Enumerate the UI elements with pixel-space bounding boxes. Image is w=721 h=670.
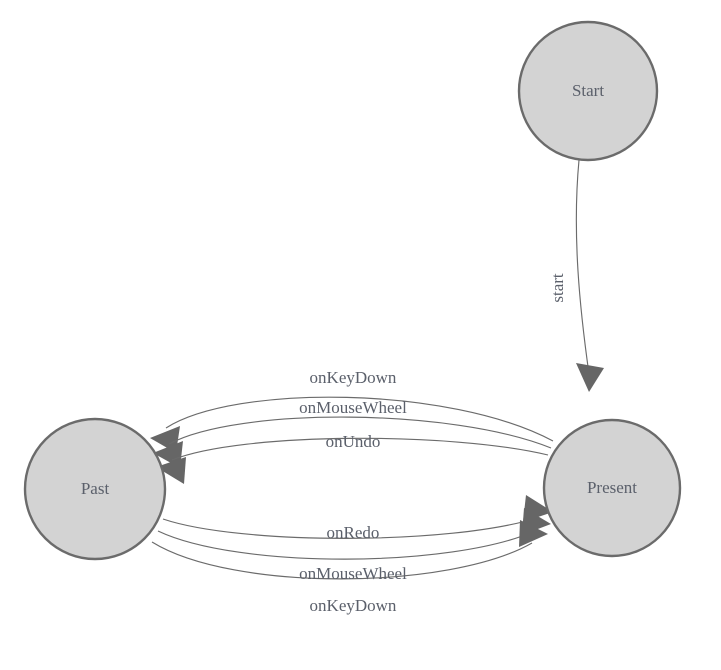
node-past-circle bbox=[23, 417, 167, 561]
node-start-circle bbox=[517, 20, 659, 162]
edge-label-present-past-keydown: onKeyDown bbox=[310, 368, 397, 387]
edge-label-past-present-mousewheel: onMouseWheel bbox=[299, 564, 407, 583]
arrowhead-past-to-present-keydown bbox=[519, 520, 548, 547]
edge-label-present-past-mousewheel: onMouseWheel bbox=[299, 398, 407, 417]
edge-present-to-past-keydown-path bbox=[165, 396, 554, 442]
arrowhead-present-to-past-undo bbox=[156, 457, 186, 484]
node-start-label: Start bbox=[572, 81, 604, 100]
edge-start-to-present-path bbox=[575, 159, 590, 375]
node-present-label: Present bbox=[587, 478, 637, 497]
edge-past-to-present-keydown[interactable] bbox=[151, 520, 548, 580]
edge-label-present-past-undo: onUndo bbox=[326, 432, 381, 451]
node-past[interactable]: Past bbox=[23, 417, 167, 561]
node-start[interactable]: Start bbox=[517, 20, 659, 162]
arrowhead-start-to-present bbox=[576, 363, 604, 392]
edge-past-to-present-redo-path bbox=[162, 517, 538, 539]
edge-present-to-past-mousewheel-path bbox=[168, 416, 552, 449]
edge-past-to-present-keydown-path bbox=[151, 541, 533, 580]
node-present-circle bbox=[542, 418, 682, 558]
edge-present-to-past-undo-path bbox=[171, 437, 549, 461]
edge-label-start: start bbox=[548, 273, 567, 303]
edge-past-to-present-mousewheel-path bbox=[157, 530, 536, 560]
node-past-label: Past bbox=[81, 479, 110, 498]
node-present[interactable]: Present bbox=[542, 418, 682, 558]
edge-label-past-present-redo: onRedo bbox=[327, 523, 380, 542]
edge-start-to-present[interactable] bbox=[575, 159, 604, 392]
edge-present-to-past-undo[interactable] bbox=[156, 437, 549, 484]
edge-label-past-present-keydown: onKeyDown bbox=[310, 596, 397, 615]
